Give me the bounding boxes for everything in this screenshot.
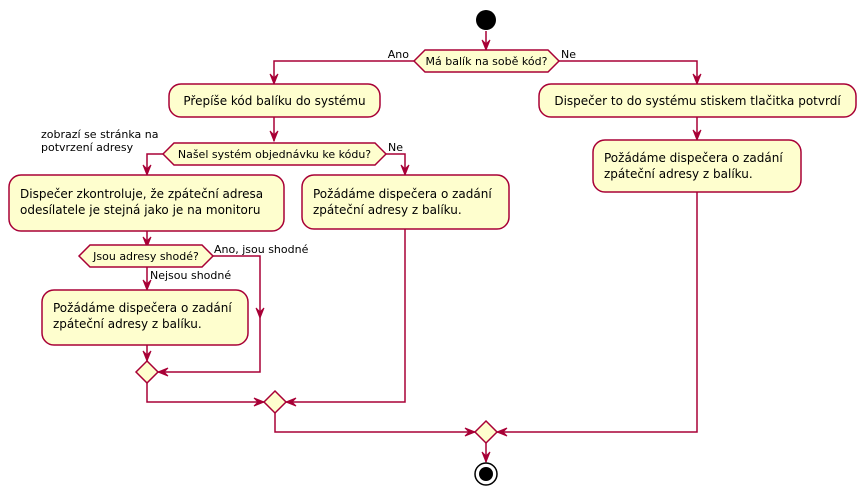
decision-has-code: Má balík na sobě kód?: [412, 49, 561, 73]
arrowhead: [269, 73, 279, 86]
edge-merge2-to-merge3: [274, 413, 475, 433]
activity-dispatcher-confirm-label: Dispečer to do systému stiskem tlačitka …: [554, 94, 841, 108]
label-no-has-code: Ne: [561, 48, 576, 61]
arrowhead: [481, 39, 491, 52]
label-yes-addresses-match: Ano, jsou shodné: [214, 243, 309, 256]
merge-diamond-2: [262, 389, 288, 415]
edge-d2-no: [386, 153, 406, 175]
activity-request-address-left: Požádáme dispečera o zadání zpáteční adr…: [41, 289, 249, 346]
edge-d1-yes: [273, 60, 414, 84]
arrowhead: [464, 427, 477, 437]
arrowhead: [400, 164, 410, 177]
start-node: [476, 10, 496, 30]
edge-a6-to-merge3: [497, 192, 698, 433]
activity-check-address-line-2: odesílatele je stejná jako je na monitor…: [20, 203, 260, 217]
activity-request-address-middle: Požádáme dispečera o zadání zpáteční adr…: [301, 174, 510, 230]
edge-d2-yes: [146, 153, 163, 175]
arrowhead: [142, 279, 152, 292]
decision-order-found: Našel systém objednávku ke kódu?: [161, 142, 388, 166]
arrowhead: [253, 397, 266, 407]
label-note-line-1: zobrazí se stránka na: [41, 128, 158, 141]
merge-diamond-3: [473, 419, 499, 445]
activity-request-address-right-line-2: zpáteční adresy z balíku.: [604, 167, 753, 181]
activity-dispatcher-confirm: Dispečer to do systému stiskem tlačitka …: [538, 83, 857, 118]
activity-check-address-line-1: Dispečer zkontroluje, že zpáteční adresa: [20, 187, 263, 201]
arrowhead: [142, 350, 152, 363]
label-yes-has-code: Ano: [388, 48, 409, 61]
edge-d1-no: [559, 60, 698, 84]
arrowhead: [255, 307, 265, 320]
activity-request-address-middle-line-1: Požádáme dispečera o zadání: [313, 187, 492, 201]
label-note-line-2: potvrzení adresy: [41, 141, 134, 154]
activity-rewrite-code-label: Přepíše kód balíku do systému: [183, 94, 365, 108]
arrowhead: [481, 451, 491, 464]
decision-has-code-label: Má balík na sobě kód?: [426, 55, 548, 68]
arrowhead: [692, 73, 702, 86]
arrowhead: [142, 164, 152, 177]
edge-a5-to-merge2: [286, 229, 406, 403]
decision-addresses-match-label: Jsou adresy shodé?: [92, 250, 199, 263]
decision-addresses-match: Jsou adresy shodé?: [77, 244, 215, 268]
label-no-addresses-match: Nejsou shodné: [150, 269, 231, 282]
arrowhead: [142, 236, 152, 249]
activity-request-address-left-line-1: Požádáme dispečera o zadání: [53, 301, 232, 315]
activity-request-address-right: Požádáme dispečera o zadání zpáteční adr…: [592, 139, 802, 193]
edges: [146, 31, 698, 462]
activity-request-address-left-line-2: zpáteční adresy z balíku.: [53, 317, 202, 331]
merge-diamond-1: [134, 359, 160, 385]
activity-request-address-right-line-1: Požádáme dispečera o zadání: [604, 151, 783, 165]
arrowhead: [692, 129, 702, 142]
arrowheads: [142, 39, 702, 464]
activity-rewrite-code: Přepíše kód balíku do systému: [168, 83, 381, 118]
arrowhead: [284, 397, 297, 407]
arrowhead: [269, 130, 279, 143]
activity-check-address: Dispečer zkontroluje, že zpáteční adresa…: [8, 174, 285, 232]
decision-order-found-label: Našel systém objednávku ke kódu?: [178, 148, 371, 161]
arrowhead: [495, 427, 508, 437]
label-no-order-found: Ne: [388, 141, 403, 154]
edge-merge1-to-merge2: [146, 383, 264, 403]
arrowhead: [156, 367, 169, 377]
end-node: [474, 462, 498, 486]
activity-request-address-middle-line-2: zpáteční adresy z balíku.: [313, 203, 462, 217]
